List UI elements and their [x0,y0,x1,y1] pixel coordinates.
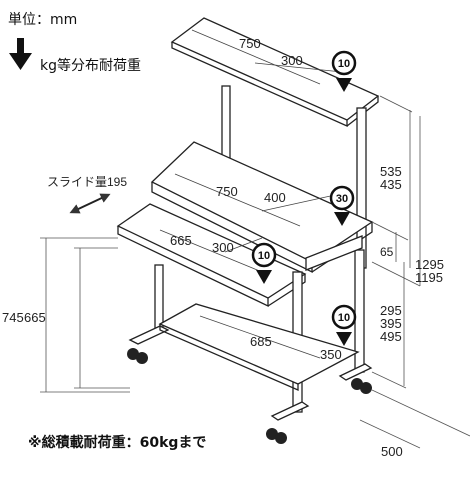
unit-label: 単位：mm [8,12,77,28]
height-535: 535 [380,164,402,179]
tray-width: 665 [170,233,192,248]
depth-line [359,419,421,449]
height-295: 295 [380,303,402,318]
slide-arrow-icon [69,193,111,214]
svg-text:30: 30 [336,193,348,205]
svg-text:10: 10 [338,312,350,324]
height-1195: 1195 [415,270,443,285]
height-495: 495 [380,329,402,344]
casters [127,348,372,444]
total-load-note: ※総積載耐荷重：60kgまで [28,434,206,451]
height-745: 745 [2,310,24,325]
height-65: 65 [380,245,394,259]
height-1295: 1295 [415,257,444,272]
svg-text:10: 10 [338,58,350,70]
top-shelf-width: 750 [239,36,261,51]
top-shelf-depth: 300 [281,53,303,68]
overall-depth: 500 [381,444,403,459]
load-badge-bottom: 10 [331,304,357,346]
load-badge-desk: 30 [329,185,355,226]
bottom-shelf [158,303,360,391]
left-height-lines [40,237,130,393]
tray-depth: 300 [212,240,234,255]
desk-depth-line [261,194,336,212]
load-badge-tray: 10 [251,242,277,284]
tray-depth-line [224,237,263,253]
height-665: 665 [24,310,46,325]
height-395: 395 [380,316,402,331]
top-width-line [191,29,321,85]
slide-amount-label: スライド量195 [47,175,127,189]
svg-text:10: 10 [258,250,270,262]
height-435: 435 [380,177,402,192]
bottom-shelf-depth: 350 [320,347,342,362]
bottom-width-line [199,315,321,359]
bottom-shelf-width: 685 [250,334,272,349]
right-height-lines [371,95,470,437]
load-legend-label: kg等分布耐荷重 [40,57,141,74]
top-depth-line [254,62,343,73]
desk-width: 750 [216,184,238,199]
desk-depth: 400 [264,190,286,205]
load-badge-top: 10 [331,50,357,92]
down-arrow-icon [9,38,32,70]
desk-width-line [174,173,301,227]
tray-width-line [159,229,263,273]
